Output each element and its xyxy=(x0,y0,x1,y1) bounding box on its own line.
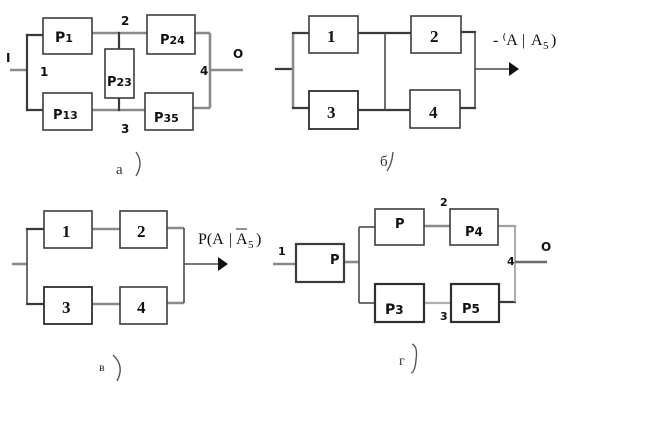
block-3: 3 xyxy=(43,286,93,325)
formula-bar: | xyxy=(229,231,232,248)
formula-subscript: 5 xyxy=(543,40,549,52)
block-p-input: P xyxy=(294,242,346,284)
caption-a-paren xyxy=(135,151,141,177)
output-arrow-icon xyxy=(218,257,228,271)
formula-prefix: P(A xyxy=(198,231,224,248)
diagram-v: 1 2 3 4 P(A | A 5 ) в xyxy=(12,210,261,382)
formula-event: A xyxy=(531,32,543,49)
block-p3: P3 xyxy=(373,282,426,324)
block-2: 2 xyxy=(119,210,168,249)
caption-b-paren xyxy=(386,151,394,172)
block-p4: P4 xyxy=(449,208,499,246)
formula-prefix: - ⁽A xyxy=(493,32,518,49)
block-2-label: 2 xyxy=(137,222,146,241)
node-3-label: 3 xyxy=(121,122,129,136)
block-4-label: 4 xyxy=(429,103,438,122)
input-label: I xyxy=(6,51,10,65)
block-p4-label: P4 xyxy=(465,225,483,240)
formula-event: A xyxy=(236,231,248,248)
block-p-top-label: P xyxy=(395,217,405,232)
diagram-b: 1 2 3 4 - ⁽A | A 5 ) б xyxy=(274,15,556,172)
caption-b: б xyxy=(380,154,388,170)
block-2: 2 xyxy=(410,15,462,54)
diagram-g: P P P4 P3 P5 1 2 3 4 O г xyxy=(273,196,551,374)
caption-a: а xyxy=(116,162,123,178)
node-2-label: 2 xyxy=(440,196,448,209)
output-label: O xyxy=(541,240,551,254)
formula-close: ) xyxy=(551,32,556,49)
output-formula: P(A | A 5 ) xyxy=(198,228,261,251)
caption-g-paren xyxy=(410,343,418,374)
formula-subscript: 5 xyxy=(248,239,254,251)
output-label: O xyxy=(233,47,243,61)
block-1: 1 xyxy=(308,15,359,54)
node-2-label: 2 xyxy=(121,14,129,28)
block-3-label: 3 xyxy=(327,103,336,122)
block-p23-label: P23 xyxy=(107,75,132,90)
block-1-label: 1 xyxy=(327,27,336,46)
block-2-label: 2 xyxy=(430,27,439,46)
block-p5-label: P5 xyxy=(462,302,480,317)
block-p1-label: P1 xyxy=(55,30,73,46)
block-p13-label: P13 xyxy=(53,108,78,123)
block-3-label: 3 xyxy=(62,298,71,317)
caption-v-paren xyxy=(112,354,121,382)
block-p23: P23 xyxy=(104,48,135,99)
block-1: 1 xyxy=(43,210,93,249)
caption-g: г xyxy=(399,354,405,369)
block-p3-label: P3 xyxy=(385,302,404,318)
block-p5: P5 xyxy=(449,282,501,324)
caption-v: в xyxy=(99,360,105,374)
block-4: 4 xyxy=(119,286,168,325)
block-p-input-label: P xyxy=(330,253,340,268)
formula-close: ) xyxy=(256,231,261,248)
block-p24-label: P24 xyxy=(160,33,185,48)
formula-bar: | xyxy=(522,32,525,49)
block-4-label: 4 xyxy=(137,298,146,317)
block-p24: P24 xyxy=(146,14,196,55)
node-1-label: 1 xyxy=(40,65,48,79)
output-arrow-icon xyxy=(509,62,519,76)
node-4-label: 4 xyxy=(507,255,515,268)
node-1-label: 1 xyxy=(278,245,286,258)
block-3: 3 xyxy=(308,90,359,130)
block-p13: P13 xyxy=(42,92,93,131)
block-p-top: P xyxy=(374,208,425,246)
block-p35: P35 xyxy=(144,92,194,131)
block-4: 4 xyxy=(409,89,461,129)
node-4-label: 4 xyxy=(200,64,208,78)
output-formula: - ⁽A | A 5 ) xyxy=(493,32,556,52)
block-1-label: 1 xyxy=(62,222,71,241)
block-p1: P1 xyxy=(42,17,93,55)
diagram-a: P1 P24 P23 P13 P35 I 1 2 3 4 O а xyxy=(6,14,243,178)
node-3-label: 3 xyxy=(440,310,448,323)
block-p35-label: P35 xyxy=(154,111,179,126)
